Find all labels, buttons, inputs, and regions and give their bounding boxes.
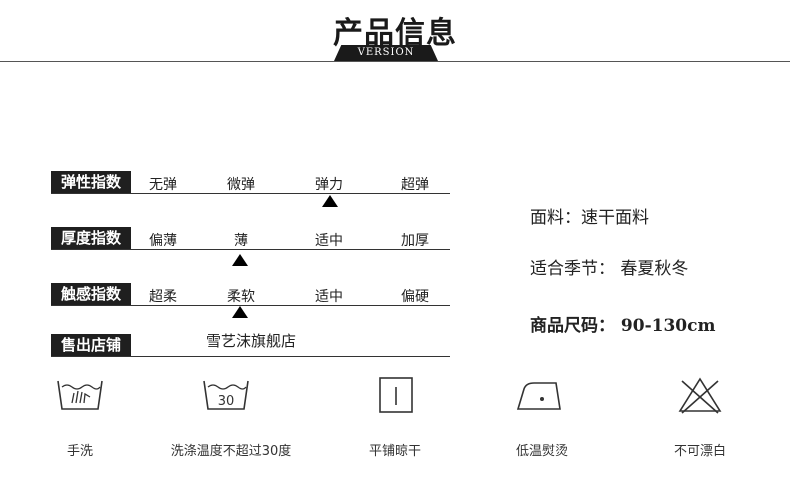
elasticity-index-tag: 弹性指数 — [51, 171, 131, 193]
hand-wash-icon — [20, 375, 140, 415]
store-name: 雪艺沫旗舰店 — [206, 332, 297, 350]
elasticity-index-row: 弹性指数 无弹 微弹 弹力 超弹 — [51, 171, 450, 194]
wash-30-icon: 30 — [166, 375, 286, 415]
touch-option-medium: 适中 — [315, 289, 343, 305]
header-divider — [0, 61, 790, 62]
touch-selected-marker — [232, 306, 248, 318]
flat-dry-icon — [336, 375, 456, 415]
low-iron-icon — [480, 375, 600, 415]
store-row: 售出店铺 — [51, 334, 450, 357]
thickness-option-thick: 加厚 — [401, 233, 429, 249]
care-label-flat-dry: 平铺晾干 — [368, 444, 421, 459]
touch-option-soft: 柔软 — [227, 289, 255, 305]
elasticity-selected-marker — [322, 195, 338, 207]
thickness-option-thinnish: 偏薄 — [149, 233, 177, 249]
thickness-selected-marker — [232, 254, 248, 266]
touch-index-row: 触感指数 超柔 柔软 适中 偏硬 — [51, 283, 450, 306]
touch-option-hard: 偏硬 — [401, 289, 429, 305]
care-label-low-iron: 低温熨烫 — [515, 444, 568, 459]
store-tag: 售出店铺 — [51, 334, 131, 356]
touch-index-tag: 触感指数 — [51, 283, 131, 305]
wash-temperature-text: 30 — [218, 394, 235, 409]
thickness-option-thin: 薄 — [234, 233, 248, 249]
elasticity-option-slight: 微弹 — [227, 177, 255, 193]
fabric-spec: 面料：速干面料 — [530, 208, 649, 228]
care-label-no-bleach: 不可漂白 — [673, 444, 726, 459]
touch-option-supersoft: 超柔 — [149, 289, 177, 305]
care-label-hand-wash: 手洗 — [66, 444, 93, 459]
size-spec: 商品尺码： 90-130cm — [530, 316, 716, 336]
thickness-option-medium: 适中 — [315, 233, 343, 249]
version-badge: VERSION — [334, 45, 438, 61]
elasticity-option-none: 无弹 — [149, 177, 177, 193]
thickness-index-row: 厚度指数 偏薄 薄 适中 加厚 — [51, 227, 450, 250]
thickness-index-tag: 厚度指数 — [51, 227, 131, 249]
no-bleach-icon — [640, 375, 760, 415]
season-spec: 适合季节： 春夏秋冬 — [530, 259, 689, 279]
elasticity-option-super: 超弹 — [401, 177, 429, 193]
elasticity-option-stretch: 弹力 — [315, 177, 343, 193]
care-label-wash-temp: 洗涤温度不超过30度 — [170, 444, 292, 459]
